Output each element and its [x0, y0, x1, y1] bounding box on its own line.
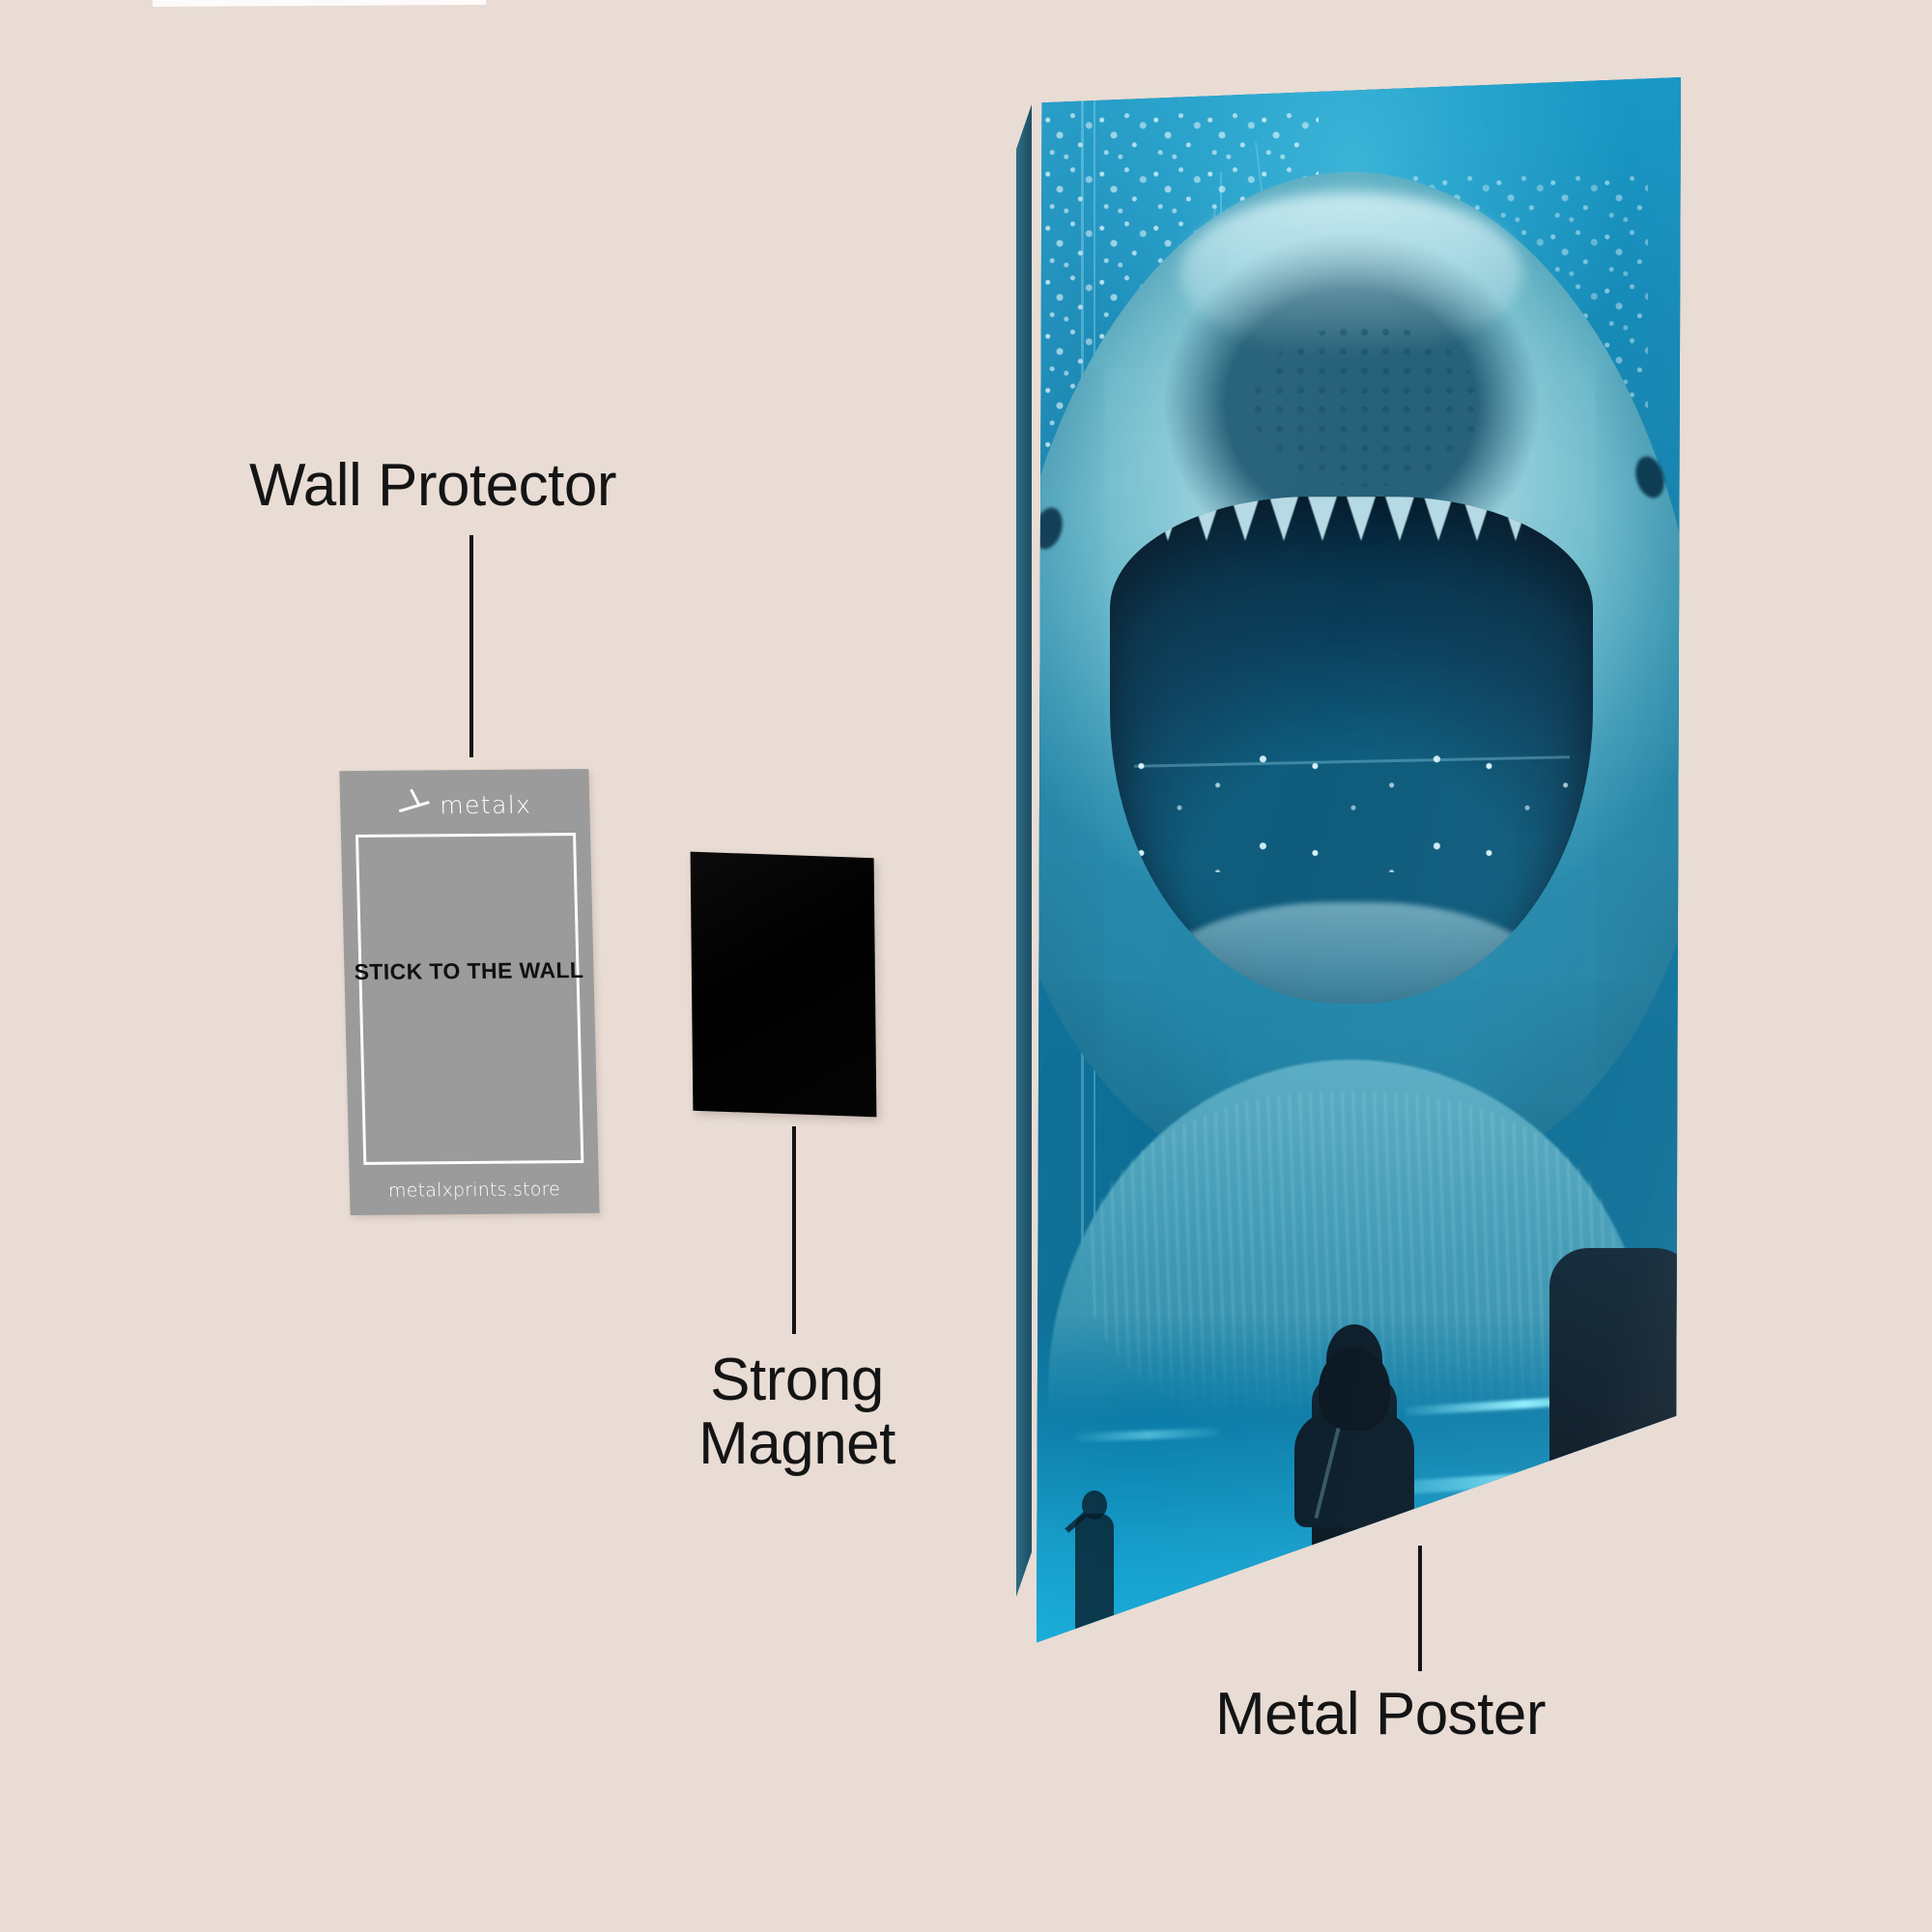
- shark-head: [1037, 172, 1681, 1186]
- shark-open-mouth: [1109, 497, 1594, 1005]
- shark-tooth: [1152, 497, 1182, 542]
- shark-lower-gum: [1128, 902, 1575, 1005]
- leader-line-wall-protector: [469, 535, 473, 757]
- leader-line-strong-magnet: [792, 1126, 796, 1334]
- shark-tooth: [1540, 497, 1570, 542]
- metal-poster-assembly: [1005, 77, 1681, 1662]
- shark-skin-speckles: [1251, 324, 1480, 487]
- metal-poster-panel[interactable]: [1037, 77, 1681, 1643]
- poster-side-edge: [1016, 104, 1032, 1597]
- wall-protector-brand-row: metalx: [340, 787, 590, 820]
- shark-tooth: [1385, 497, 1415, 542]
- wall-protector-store-url: metalxprints.store: [387, 1179, 561, 1202]
- shark-tooth: [1463, 497, 1492, 542]
- wall-protector-inner-frame: [355, 833, 584, 1165]
- metalx-logo-mark-icon: [398, 787, 432, 818]
- shark-snout-highlight: [1180, 192, 1522, 355]
- viewer-silhouette-far: [1064, 1491, 1114, 1631]
- shark-tooth: [1191, 497, 1221, 542]
- strong-magnet-tile[interactable]: [690, 851, 877, 1118]
- shark-tooth: [1346, 497, 1376, 542]
- shark-eye-left: [1037, 503, 1067, 553]
- shark-tooth: [1424, 497, 1454, 542]
- wall-protector-brand-name: metalx: [439, 790, 532, 820]
- callout-label-strong-magnet: Strong Magnet: [698, 1347, 895, 1477]
- mouth-interior-lights: [1109, 740, 1594, 872]
- callout-label-metal-poster: Metal Poster: [1215, 1681, 1547, 1747]
- viewer-silhouette-main: [1294, 1324, 1415, 1638]
- top-highlight-strip: [153, 0, 487, 7]
- wall-protector-headline: STICK TO THE WALL: [354, 956, 584, 985]
- shark-tooth: [1230, 497, 1260, 542]
- shark-tooth: [1307, 497, 1337, 542]
- wall-protector-card[interactable]: metalx STICK TO THE WALL metalxprints.st…: [339, 768, 600, 1216]
- shark-tooth: [1501, 497, 1531, 542]
- shark-tooth: [1114, 497, 1144, 542]
- leader-line-metal-poster: [1418, 1546, 1422, 1671]
- callout-label-wall-protector: Wall Protector: [249, 452, 617, 519]
- viewer-silhouette-right: [1548, 1247, 1681, 1567]
- shark-tooth: [1268, 497, 1298, 542]
